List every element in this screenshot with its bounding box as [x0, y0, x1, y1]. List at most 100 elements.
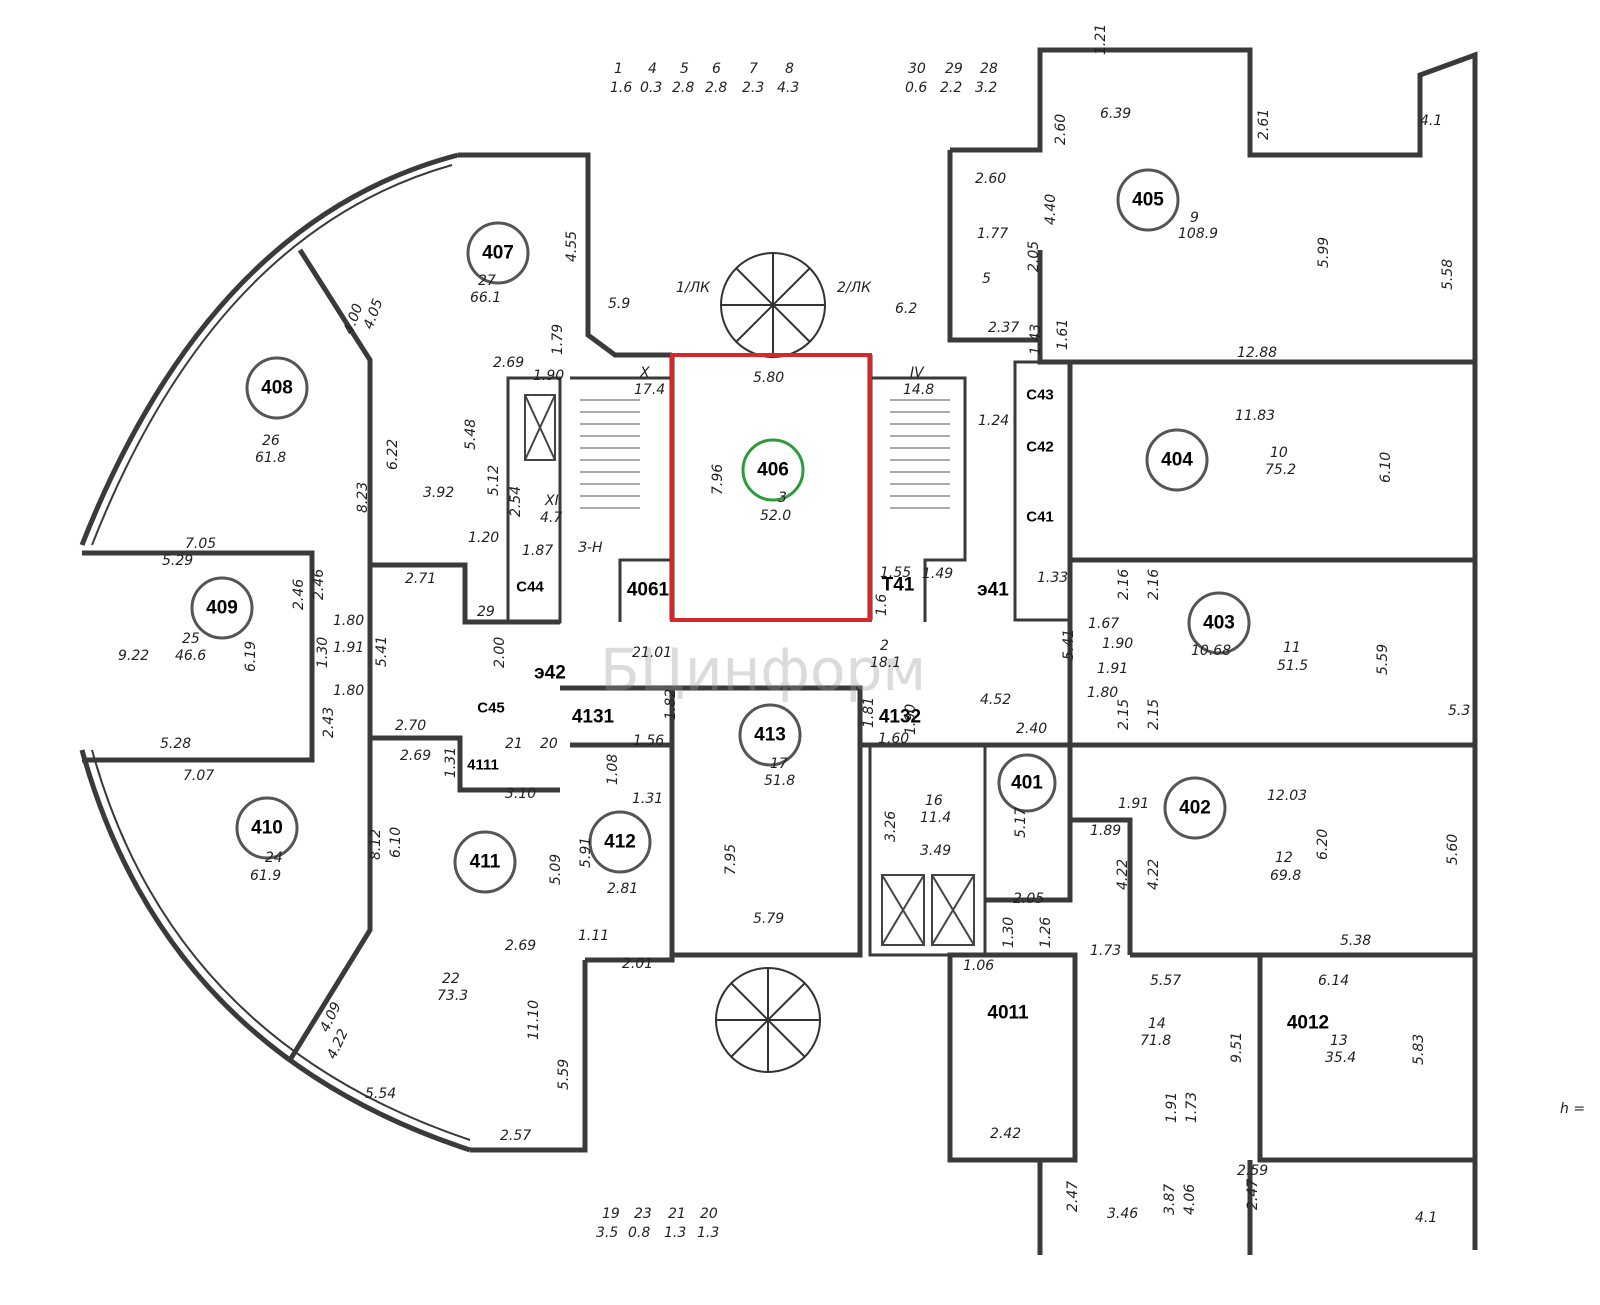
- dim: 4.22: [1146, 859, 1162, 890]
- area-num: 17: [770, 756, 788, 772]
- header-num: 7: [749, 61, 758, 77]
- header-den: 0.3: [640, 80, 662, 96]
- watermark: БЦинформ: [600, 636, 926, 704]
- dim: 5.59: [1375, 644, 1391, 675]
- unit-406-highlight: [670, 353, 872, 622]
- header-num: 29: [945, 61, 963, 77]
- header-den: 1.6: [610, 80, 632, 96]
- area-den: 51.5: [1277, 658, 1308, 674]
- area-den: 35.4: [1325, 1050, 1356, 1066]
- area-num: 26: [262, 433, 280, 449]
- header-den: 2.8: [672, 80, 694, 96]
- header-num: 8: [785, 61, 794, 77]
- room-404: 404: [1161, 450, 1193, 471]
- circle-409: [190, 576, 254, 640]
- room-412: 412: [604, 832, 636, 853]
- area-den: 52.0: [760, 508, 791, 524]
- dim: 3.87: [1162, 1184, 1178, 1215]
- dim: 5.60: [1445, 834, 1461, 865]
- dim: 1.49: [922, 566, 953, 582]
- dim: 1.67: [1088, 616, 1119, 632]
- dim: 3.46: [1107, 1206, 1138, 1222]
- stair-label-zn: З-Н: [578, 540, 603, 556]
- room-409: 409: [206, 598, 238, 619]
- storage-c45: С45: [477, 700, 505, 717]
- dim: 3.10: [505, 786, 536, 802]
- dim: 5.48: [463, 419, 479, 450]
- dim: 1.6: [874, 594, 890, 616]
- area-num: X: [639, 365, 650, 381]
- dim: 2.57: [500, 1128, 531, 1144]
- dim: 4.1: [1420, 113, 1442, 129]
- room-numbers: 405 404 403 402 401 406 407 408 409 410 …: [206, 190, 1329, 1034]
- wall-407-408: [287, 248, 373, 1062]
- dim: 2.16: [1116, 569, 1132, 600]
- dim: 2.01: [622, 956, 653, 972]
- dim: 1.11: [578, 928, 609, 944]
- spiral-stair-bottom: [715, 967, 821, 1073]
- dim: 2.54: [508, 486, 524, 517]
- dim: 5.41: [374, 636, 390, 667]
- dim: 6.20: [1315, 829, 1331, 860]
- dim: 2.40: [1016, 721, 1047, 737]
- circle-401: [997, 753, 1057, 813]
- area-den: 46.6: [175, 648, 206, 664]
- room-t41: Т41: [882, 575, 915, 596]
- area-num: XI: [544, 493, 559, 509]
- area-num: 25: [182, 631, 200, 647]
- west-arc-wall-lower-inner: [91, 749, 471, 1141]
- header-top-right: 30 0.6 29 2.2 28 3.2: [905, 61, 998, 96]
- circle-408: [245, 356, 309, 420]
- dim: 1.91: [1097, 661, 1128, 677]
- dim: 1.79: [550, 324, 566, 355]
- dim: 12.88: [1237, 345, 1277, 361]
- dim: 1.26: [1038, 917, 1054, 948]
- header-num: 5: [680, 61, 689, 77]
- dim: 21.01: [632, 645, 672, 661]
- dim: 2.69: [400, 748, 431, 764]
- header-num: 4: [648, 61, 657, 77]
- header-num: 28: [980, 61, 998, 77]
- dimension-labels-vertical: 2.60 2.61 4.40 5.99 5.58 2.05 1.43 1.61 …: [243, 24, 1461, 1215]
- dim: 1.73: [1090, 943, 1121, 959]
- dim: 1.91: [333, 640, 364, 656]
- dim: 1.06: [963, 958, 994, 974]
- dim: 3.26: [883, 811, 899, 842]
- dimension-labels: 6.39 4.1 2.60 1.77 5 2.37 12.88 11.83 1.…: [118, 106, 1470, 1226]
- dim: 1.89: [1090, 823, 1121, 839]
- area-den: 69.8: [1270, 868, 1301, 884]
- spiral-stair-top: [720, 252, 826, 358]
- dim: 2.71: [405, 571, 436, 587]
- dim: 12.03: [1267, 788, 1307, 804]
- storage-c41: С41: [1026, 509, 1054, 526]
- dim: 4.22: [1115, 859, 1131, 890]
- dim: 5.80: [753, 370, 784, 386]
- dim: 1.30: [315, 637, 331, 668]
- dim: 5.38: [1340, 933, 1371, 949]
- dim: 5.57: [1150, 973, 1181, 989]
- room-e42: э42: [534, 663, 566, 684]
- header-den: 1.3: [664, 1225, 686, 1241]
- dim: 2.16: [1146, 569, 1162, 600]
- room-4111: 4111: [467, 757, 499, 774]
- storage-c44: С44: [516, 579, 544, 596]
- dim: 8.23: [355, 482, 371, 513]
- dim: 2.46: [311, 569, 327, 600]
- dim: 1.43: [1028, 324, 1044, 355]
- area-den: 108.9: [1178, 226, 1218, 242]
- area-num: 2: [880, 638, 889, 654]
- wall-412-box: [570, 742, 675, 963]
- header-num: 23: [634, 1206, 652, 1222]
- dim: 11.10: [526, 1000, 542, 1040]
- area-num: 14: [1148, 1016, 1166, 1032]
- dim: 11.83: [1235, 408, 1275, 424]
- room-circles: [190, 168, 1251, 894]
- room-403: 403: [1203, 613, 1235, 634]
- dim: 1.77: [977, 226, 1008, 242]
- stair-core-left: [506, 376, 562, 624]
- stair-label-2lk: 2/ЛК: [837, 280, 872, 296]
- dim: 1.87: [522, 543, 553, 559]
- wall-sw-bottom: [470, 960, 588, 1153]
- wall-401: [985, 742, 1073, 903]
- dim: 9.22: [118, 648, 149, 664]
